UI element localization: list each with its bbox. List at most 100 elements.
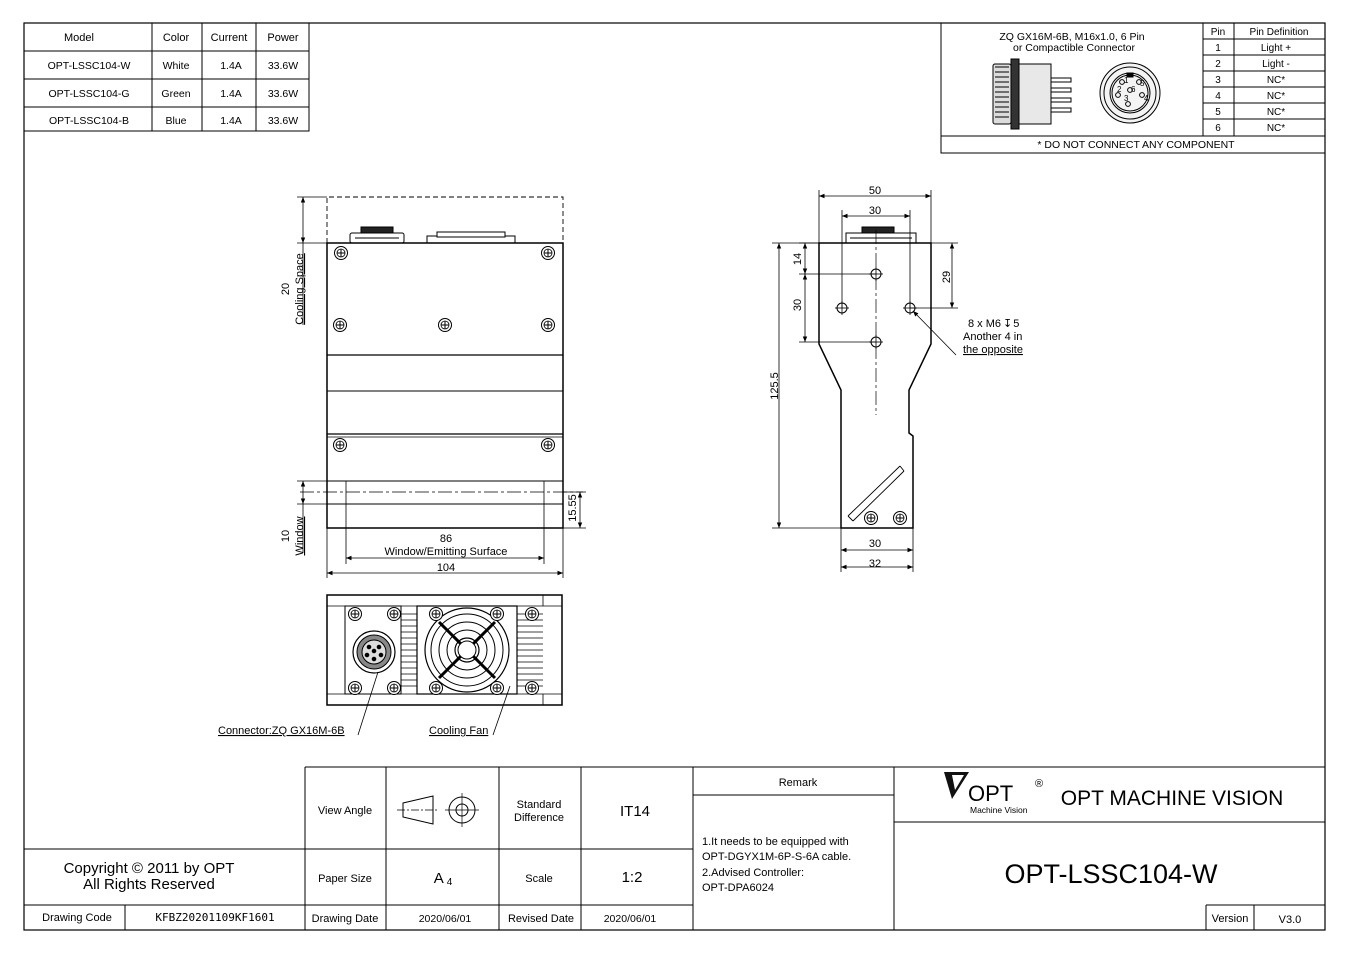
remark-line: OPT-DGYX1M-6P-S-6A cable. [702, 851, 851, 863]
copyright-line1: Copyright © 2011 by OPT [64, 860, 235, 877]
version-label: Version [1212, 913, 1249, 925]
pin-definition: NC* [1267, 91, 1285, 102]
dim-32: 32 [869, 558, 881, 570]
dim-125-5: 125.5 [769, 372, 781, 400]
dim-30-top: 30 [869, 205, 881, 217]
view-angle-label: View Angle [318, 805, 372, 817]
dim-cooling-space-value: 20 [280, 283, 292, 295]
version-value: V3.0 [1279, 914, 1302, 926]
remark-line: OPT-DPA6024 [702, 882, 774, 894]
model-table-header-model: Model [64, 32, 94, 44]
connector-pin-label: 3 [1124, 94, 1129, 103]
remark-line: 1.It needs to be equipped with [702, 836, 849, 848]
hole-note-line1: 8 x M6↧5 [968, 318, 1019, 330]
dim-50: 50 [869, 185, 881, 197]
revised-date: 2020/06/01 [604, 913, 657, 925]
scale-value: 1:2 [622, 869, 643, 886]
scale-label: Scale [525, 873, 553, 885]
hole-note-line3: the opposite [963, 344, 1023, 356]
model-table-cell: White [163, 60, 190, 72]
copyright-line2: All Rights Reserved [83, 876, 215, 893]
model-table: Model Color Current Power OPT-LSSC104-W … [23, 22, 310, 132]
pin-number: 1 [1215, 43, 1221, 54]
model-table-cell: OPT-LSSC104-G [48, 88, 129, 100]
connector-side-icon [992, 58, 1072, 130]
connector-callout: Connector:ZQ GX16M-6B [218, 725, 345, 737]
model-table-cell: 1.4A [220, 115, 242, 127]
pin-number: 2 [1215, 59, 1221, 70]
model-table-cell: Green [161, 88, 190, 100]
dim-30-bottom: 30 [869, 538, 881, 550]
model-table-cell: 1.4A [220, 60, 242, 72]
dim-86: 86 [440, 533, 452, 545]
logo-text: OPT [968, 781, 1013, 806]
cooling-fan-icon [416, 605, 518, 695]
drawing-date-label: Drawing Date [312, 913, 379, 925]
cooling-fan-callout: Cooling Fan [429, 725, 488, 737]
third-angle-projection-icon [397, 793, 479, 827]
bottom-connector-icon [352, 630, 396, 674]
pin-number: 6 [1215, 123, 1221, 134]
model-table-cell: OPT-LSSC104-B [49, 115, 129, 127]
model-table-cell: 1.4A [220, 88, 242, 100]
connector-footnote: * DO NOT CONNECT ANY COMPONENT [1037, 139, 1235, 151]
pin-number: 5 [1215, 107, 1221, 118]
drawing-code-label: Drawing Code [42, 912, 112, 924]
model-table-cell: OPT-LSSC104-W [48, 60, 131, 72]
model-table-cell: Blue [165, 115, 186, 127]
dim-14: 14 [792, 253, 804, 265]
pin-definition: NC* [1267, 107, 1285, 118]
connector-pin-label: 2 [1117, 85, 1122, 94]
model-table-cell: 33.6W [268, 115, 298, 127]
dim-30-left: 30 [792, 299, 804, 311]
front-view: 20 Cooling Space 10 Window 15.55 86 Wind… [280, 196, 586, 578]
dim-window-emitting-surface: Window/Emitting Surface [385, 546, 508, 558]
pin-definition: NC* [1267, 123, 1285, 134]
remark-line: 2.Advised Controller: [702, 867, 804, 879]
drawing-border [23, 22, 1326, 931]
connector-pin-box: ZQ GX16M-6B, M16x1.0, 6 Pin or Compactib… [940, 22, 1326, 154]
dim-window-value: 10 [280, 530, 292, 542]
title-block [24, 766, 1325, 930]
paper-size-label: Paper Size [318, 873, 372, 885]
model-table-header-power: Power [267, 32, 299, 44]
depth-symbol-icon: ↧ [1003, 318, 1012, 330]
logo-registered: ® [1035, 778, 1043, 790]
revised-date-label: Revised Date [508, 913, 574, 925]
connector-pin-label: 6 [1131, 85, 1136, 94]
logo-subtitle: Machine Vision [970, 805, 1028, 815]
model-table-header-current: Current [211, 32, 248, 44]
model-table-header-color: Color [163, 32, 190, 44]
pin-table: Pin Pin Definition 1 Light + 2 Light - 3… [1202, 23, 1325, 136]
connector-pin-label: 4 [1144, 94, 1149, 103]
bottom-view [326, 594, 563, 736]
model-table-cell: 33.6W [268, 60, 298, 72]
hole-note-count: 8 x M6 [968, 318, 1001, 330]
pin-number: 3 [1215, 75, 1221, 86]
dim-29: 29 [941, 271, 953, 283]
remark-label: Remark [779, 777, 818, 789]
connector-pin-label: 5 [1140, 79, 1145, 88]
drawing-code: KFBZ20201109KF1601 [155, 911, 274, 924]
connector-title-line1: ZQ GX16M-6B, M16x1.0, 6 Pin [999, 31, 1144, 43]
pin-definition: Light - [1262, 59, 1290, 70]
pin-definition: NC* [1267, 75, 1285, 86]
front-connector-top [349, 226, 516, 244]
connector-face-icon [1099, 62, 1161, 124]
pin-table-header-definition: Pin Definition [1250, 27, 1309, 38]
hole-note-line2: Another 4 in [963, 331, 1022, 343]
dim-window-label: Window [294, 516, 306, 555]
part-number: OPT-LSSC104-W [1004, 859, 1218, 889]
pin-number: 4 [1215, 91, 1221, 102]
drawing-date: 2020/06/01 [419, 913, 472, 925]
dim-15-55: 15.55 [567, 494, 579, 522]
standard-difference-label-2: Difference [514, 812, 564, 824]
opt-logo: OPT ® Machine Vision [944, 772, 1043, 815]
standard-difference-label-1: Standard [517, 799, 562, 811]
pin-table-header-pin: Pin [1211, 27, 1225, 38]
pin-definition: Light + [1261, 43, 1291, 54]
model-table-cell: 33.6W [268, 88, 298, 100]
paper-size-number: 4 [447, 877, 453, 888]
